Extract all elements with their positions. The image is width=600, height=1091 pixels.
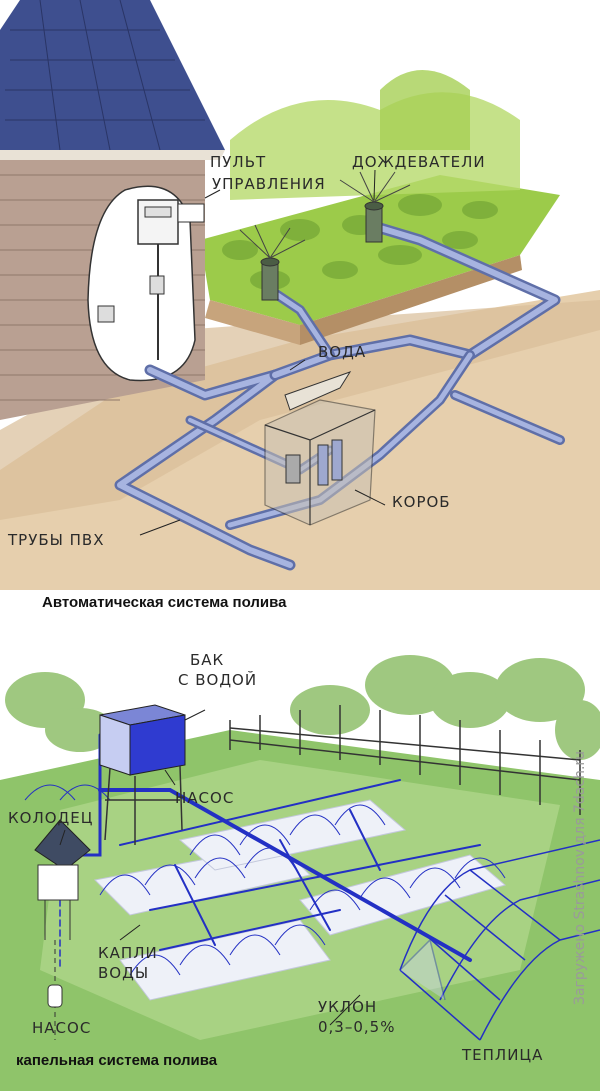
caption-automatic-irrigation: Автоматическая система полива xyxy=(42,594,287,611)
house-roof xyxy=(0,0,225,150)
drip-plants xyxy=(24,784,506,976)
sprinkler-left xyxy=(239,224,306,301)
label-pump-well: НАСОС xyxy=(32,1019,91,1037)
greenhouse xyxy=(399,839,600,1041)
garden-beds xyxy=(93,799,507,1001)
lawn-bed-edge xyxy=(205,300,300,345)
label-pump-tank: НАСОС xyxy=(175,789,234,807)
roof-shingle-lines xyxy=(5,0,205,151)
label-greenhouse: ТЕПЛИЦА xyxy=(461,1046,543,1064)
label-control-panel-line2: УПРАВЛЕНИЯ xyxy=(212,175,326,193)
automatic-irrigation-scheme: ПУЛЬТ УПРАВЛЕНИЯ ДОЖДЕВАТЕЛИ ВОДА КОРОБ … xyxy=(0,0,600,590)
sprinkler-right xyxy=(339,171,411,243)
label-drops-line1: КАПЛИ xyxy=(98,944,158,962)
watermark: Загружено Strashnov для 7dach.ru xyxy=(572,750,588,1006)
control-panel-screen xyxy=(144,206,172,218)
label-pvc-pipes: ТРУБЫ ПВХ xyxy=(7,531,105,549)
label-slope-line1: УКЛОН xyxy=(318,998,377,1016)
drip-label-leaders xyxy=(59,709,361,1026)
drip-irrigation-illustration: БАК С ВОДОЙ НАСОС КОЛОДЕЦ КАПЛИ ВОДЫ НАС… xyxy=(0,651,600,1091)
roof-eave xyxy=(0,150,225,160)
label-leaders xyxy=(139,169,386,536)
valve-box xyxy=(264,371,376,526)
label-sprinklers: ДОЖДЕВАТЕЛИ xyxy=(352,153,486,171)
water-tank xyxy=(99,704,186,845)
background-greenery xyxy=(230,70,520,200)
garden-fence xyxy=(229,705,581,815)
drip-irrigation-scheme: БАК С ВОДОЙ НАСОС КОЛОДЕЦ КАПЛИ ВОДЫ НАС… xyxy=(0,640,600,1091)
label-tank-line1: БАК xyxy=(190,651,224,669)
background-trees xyxy=(5,655,600,760)
label-drops-line2: ВОДЫ xyxy=(98,964,149,982)
lawn-bed-edge-right xyxy=(300,255,522,345)
well-structure xyxy=(34,819,91,940)
well-pump xyxy=(47,940,63,1040)
label-tank-line2: С ВОДОЙ xyxy=(178,670,257,689)
drip-main-pipe xyxy=(59,733,481,971)
label-slope-line2: 0,3–0,5% xyxy=(318,1018,395,1036)
control-panel-side xyxy=(177,203,205,223)
label-well: КОЛОДЕЦ xyxy=(8,809,93,827)
label-control-panel-line1: ПУЛЬТ xyxy=(210,153,266,171)
caption-drip-irrigation: капельная система полива xyxy=(16,1052,218,1069)
automatic-irrigation-illustration: ПУЛЬТ УПРАВЛЕНИЯ ДОЖДЕВАТЕЛИ ВОДА КОРОБ … xyxy=(0,0,600,590)
electrical-socket xyxy=(97,305,115,323)
label-box: КОРОБ xyxy=(392,493,451,511)
relay-box xyxy=(149,275,165,295)
label-water: ВОДА xyxy=(318,343,366,361)
